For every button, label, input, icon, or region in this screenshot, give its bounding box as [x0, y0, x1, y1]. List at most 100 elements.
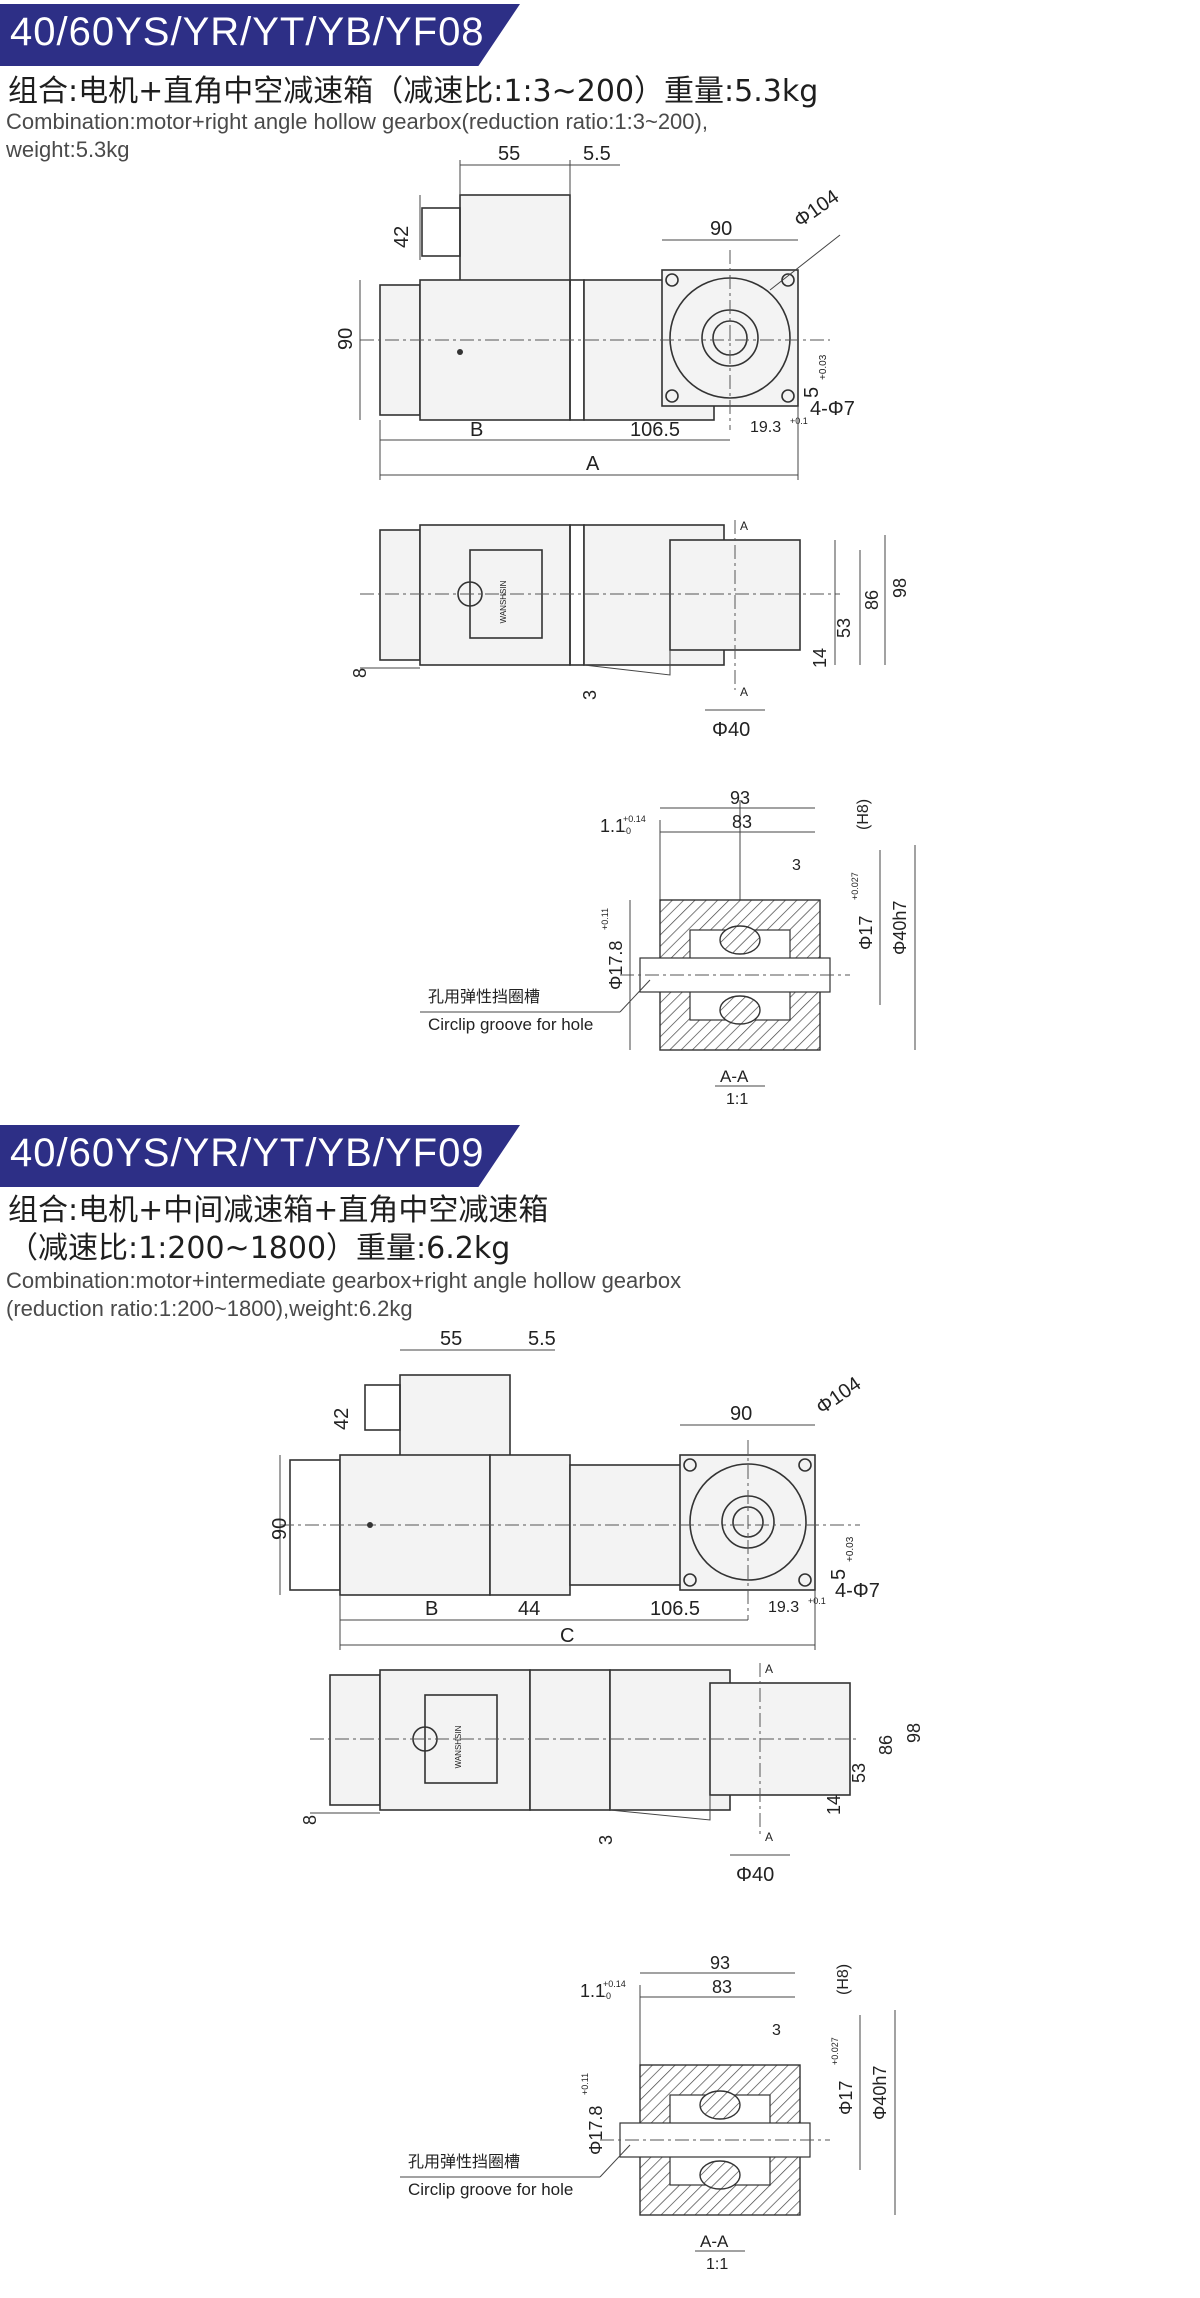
dim-86: 86 [862, 590, 882, 610]
svg-text:55: 55 [440, 1330, 462, 1350]
dim-98: 98 [890, 578, 910, 598]
dim-5-5: 5.5 [583, 143, 611, 165]
dim-C: C [560, 1625, 574, 1647]
svg-text:5: 5 [828, 1569, 850, 1580]
svg-text:Φ17.8: Φ17.8 [586, 2106, 606, 2155]
motor-body-front [419, 524, 571, 666]
svg-text:90: 90 [270, 1518, 291, 1540]
svg-text:5.5: 5.5 [528, 1330, 556, 1350]
product-section-yf09: 40/60YS/YR/YT/YB/YF09 组合:电机+中间减速箱+直角中空减速… [0, 1125, 1200, 2295]
combination-en-line1: Combination:motor+right angle hollow gea… [6, 109, 708, 134]
svg-text:A: A [740, 519, 748, 533]
svg-text:Φ104: Φ104 [812, 1373, 865, 1419]
svg-text:+0.1: +0.1 [808, 1596, 826, 1606]
svg-text:-0: -0 [623, 826, 631, 836]
circlip-note-en: Circlip groove for hole [428, 1015, 593, 1034]
svg-text:A: A [740, 685, 748, 699]
dim-phi40: Φ40 [712, 719, 750, 741]
dim-5: 5 [801, 387, 823, 398]
dim-h8: (H8) [855, 799, 872, 830]
dim-3: 3 [792, 857, 801, 874]
dim-19-3: 19.3 [750, 419, 781, 436]
svg-text:+0.1: +0.1 [790, 416, 808, 426]
svg-text:A-A: A-A [700, 2232, 729, 2251]
dim-1-1: 1.1 [600, 816, 625, 836]
dim-44: 44 [518, 1598, 540, 1620]
svg-text:+0.027: +0.027 [850, 872, 860, 900]
dim-phi17: Φ17 [856, 916, 876, 950]
motor-body [419, 279, 571, 421]
model-banner: 40/60YS/YR/YT/YB/YF09 [0, 1125, 520, 1187]
model-title: 40/60YS/YR/YT/YB/YF08 [10, 10, 485, 54]
svg-text:1.1: 1.1 [580, 1981, 605, 2001]
svg-text:A: A [765, 1830, 773, 1844]
svg-text:106.5: 106.5 [650, 1598, 700, 1620]
dim-42: 42 [391, 226, 413, 248]
dim-83: 83 [732, 812, 752, 832]
front-view-drawing: WANSHSIN A A 8 3 Φ40 14 53 86 98 [300, 1662, 924, 1886]
terminal-box [459, 194, 571, 286]
svg-text:+0.03: +0.03 [845, 1536, 856, 1562]
front-view-drawing: WANSHSIN A A 8 3 Φ40 14 53 86 98 [350, 519, 910, 741]
svg-text:Φ40: Φ40 [736, 1864, 774, 1886]
dim-phi40h7: Φ40h7 [890, 901, 910, 955]
dim-93: 93 [730, 790, 750, 808]
svg-text:53: 53 [849, 1763, 869, 1783]
svg-text:Φ17: Φ17 [836, 2081, 856, 2115]
svg-text:+0.11: +0.11 [580, 2073, 590, 2095]
svg-text:Circlip groove for hole: Circlip groove for hole [408, 2180, 573, 2199]
svg-text:WANSHSIN: WANSHSIN [454, 1725, 463, 1768]
logo: WANSHSIN [499, 580, 508, 623]
svg-text:93: 93 [710, 1955, 730, 1973]
svg-text:+0.027: +0.027 [830, 2037, 840, 2065]
model-banner: 40/60YS/YR/YT/YB/YF08 [0, 4, 520, 66]
combination-en-line1: Combination:motor+intermediate gearbox+r… [6, 1268, 682, 1293]
svg-text:3: 3 [772, 2022, 781, 2039]
svg-text:83: 83 [712, 1977, 732, 1997]
dim-55: 55 [498, 143, 520, 165]
dim-14: 14 [810, 648, 830, 668]
svg-text:B: B [425, 1598, 438, 1620]
dim-phi17-8: Φ17.8 [606, 941, 626, 990]
section-aa-drawing: 93 83 1.1 +0.14 -0 3 (H8) Φ17.8 +0.11 Φ1… [400, 1955, 896, 2273]
cable-gland [421, 207, 461, 257]
section-title: A-A [720, 1067, 749, 1086]
svg-text:4-Φ7: 4-Φ7 [835, 1580, 880, 1602]
product-section-yf08: 40/60YS/YR/YT/YB/YF08 组合:电机+直角中空减速箱（减速比:… [0, 0, 1200, 1120]
combination-cn: 组合:电机+直角中空减速箱（减速比:1:3~200）重量:5.3kg [8, 74, 819, 109]
dim-106-5: 106.5 [630, 419, 680, 441]
combination-en-line2: (reduction ratio:1:200~1800),weight:6.2k… [6, 1296, 413, 1321]
svg-text:孔用弹性挡圈槽: 孔用弹性挡圈槽 [408, 2153, 520, 2171]
svg-text:(H8): (H8) [835, 1964, 852, 1995]
svg-text:-0: -0 [603, 1991, 611, 2001]
svg-text:1:1: 1:1 [706, 2256, 728, 2273]
svg-text:+0.03: +0.03 [818, 354, 829, 380]
svg-text:A: A [765, 1662, 773, 1676]
svg-text:42: 42 [331, 1408, 353, 1430]
top-view-drawing: 55 5.5 42 90 Φ104 90 5 +0.03 4-Φ7 19.3 +… [335, 143, 855, 480]
svg-text:86: 86 [876, 1735, 896, 1755]
dim-3: 3 [580, 690, 600, 700]
dim-8: 8 [350, 668, 370, 678]
top-view-drawing: 55 5.5 42 90 Φ104 90 5 +0.03 4-Φ7 19.3 +… [270, 1330, 880, 1650]
svg-text:8: 8 [300, 1815, 320, 1825]
dim-53: 53 [834, 618, 854, 638]
dim-phi104: Φ104 [790, 186, 843, 232]
model-title: 40/60YS/YR/YT/YB/YF09 [10, 1131, 485, 1175]
dim-A: A [586, 453, 600, 475]
dim-4-phi7: 4-Φ7 [810, 398, 855, 420]
svg-text:+0.11: +0.11 [600, 908, 610, 930]
dim-B: B [470, 419, 483, 441]
dim-90-side: 90 [335, 328, 357, 350]
combination-cn-line1: 组合:电机+中间减速箱+直角中空减速箱 [8, 1193, 549, 1228]
svg-text:+0.14: +0.14 [603, 1979, 626, 1989]
svg-text:+0.14: +0.14 [623, 814, 646, 824]
svg-text:19.3: 19.3 [768, 1599, 799, 1616]
motor-rear-cap [379, 284, 421, 416]
section-scale: 1:1 [726, 1091, 748, 1108]
svg-text:90: 90 [730, 1403, 752, 1425]
combination-cn-line2: （减速比:1:200~1800）重量:6.2kg [8, 1231, 511, 1266]
dim-90-top: 90 [710, 218, 732, 240]
section-aa-drawing: 93 83 1.1 +0.14 -0 3 (H8) Φ17.8 +0.11 Φ1… [420, 790, 916, 1108]
circlip-note-cn: 孔用弹性挡圈槽 [428, 988, 540, 1006]
